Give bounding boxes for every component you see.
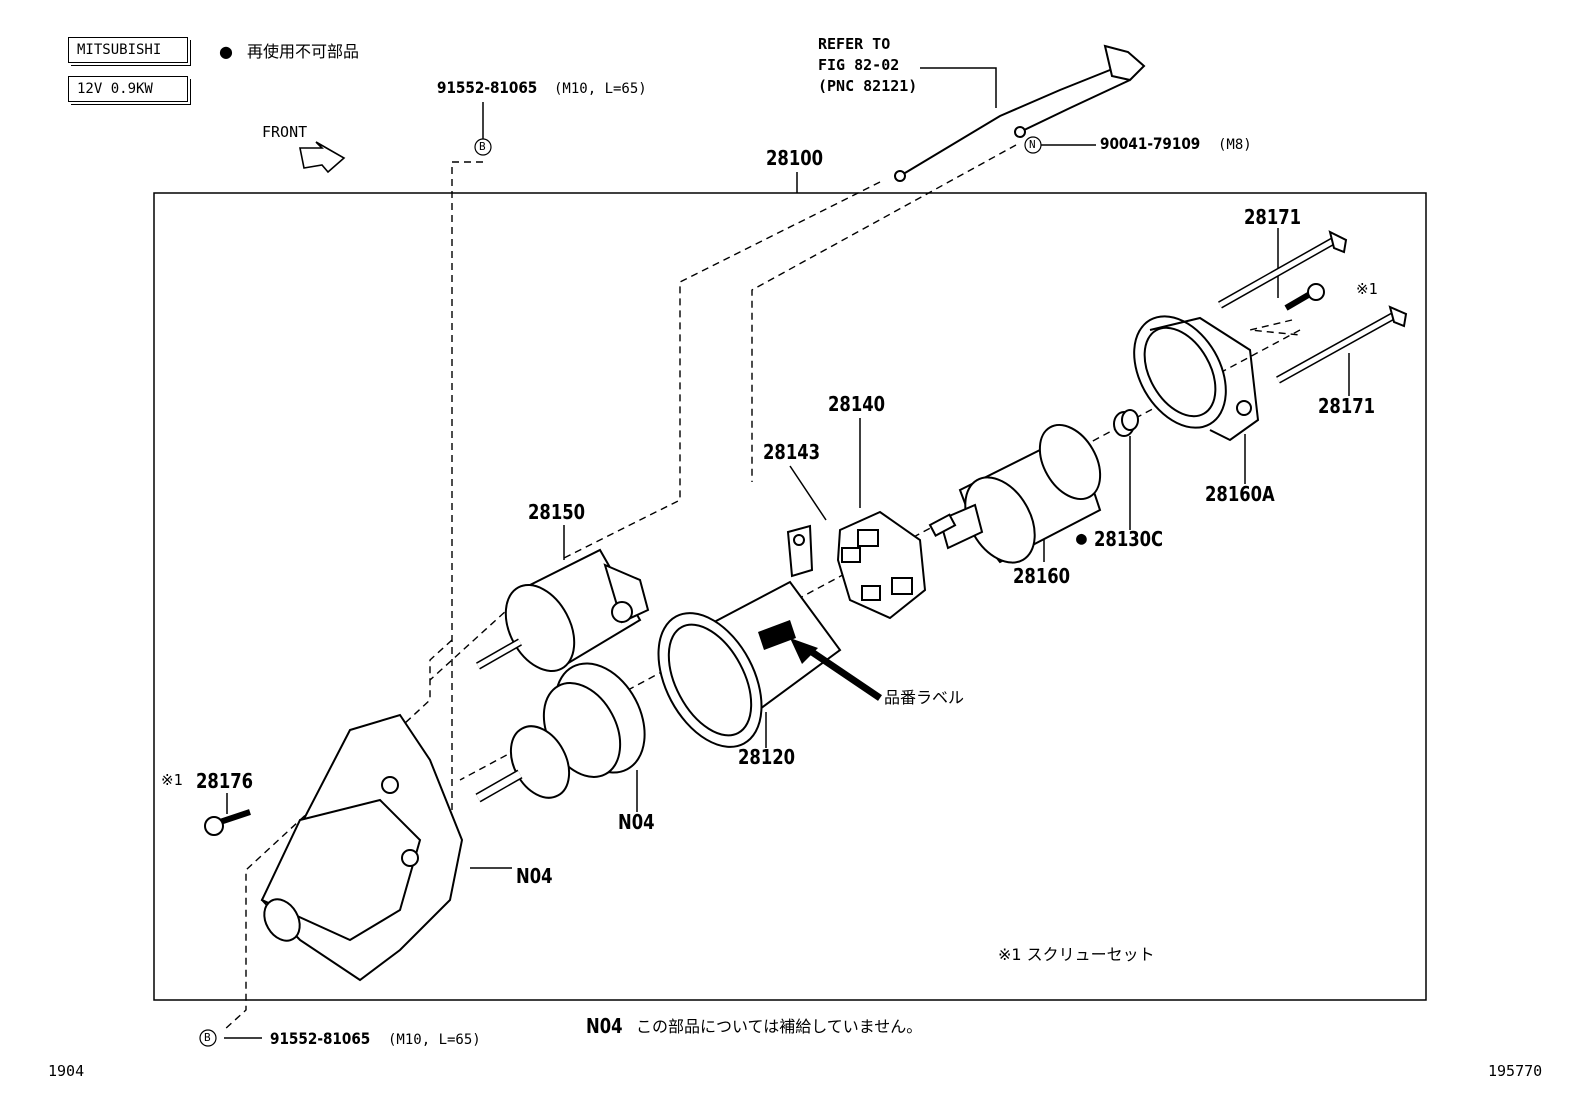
n04-note-code: N04 <box>586 1014 623 1038</box>
screw-mark-left: ※1 <box>161 771 183 789</box>
brush-icon <box>786 524 814 578</box>
clutch-part-number: N04 <box>618 810 655 834</box>
legend-text: 再使用不可部品 <box>247 42 360 61</box>
marker-b-bottom-letter: B <box>204 1031 211 1044</box>
rating-tag: 12V 0.9KW <box>68 76 191 105</box>
yoke-part-number: 28120 <box>738 745 796 769</box>
solenoid-icon <box>476 548 650 672</box>
screw-note-mark-right: ※1 <box>1356 280 1378 298</box>
marker-n-icon <box>1024 136 1042 154</box>
rating-tag-text: 12V 0.9KW <box>77 81 153 97</box>
part-label-patch <box>758 620 796 650</box>
footer-right-code: 195770 <box>1488 1062 1543 1080</box>
assembly-frame <box>153 192 1427 1001</box>
screw-set-note: ※1 スクリューセット <box>998 945 1155 964</box>
drive-housing-icon <box>260 713 464 982</box>
bearing-part-number: 28130C <box>1094 527 1164 551</box>
lead-dashline <box>559 181 881 561</box>
through-bolt-right-part-number: 28171 <box>1318 394 1376 418</box>
nut-part-number: 90041-79109 <box>1100 134 1201 153</box>
n04-note-text: この部品については補給していません。 <box>636 1017 923 1036</box>
assembly-part-number: 28100 <box>766 146 824 170</box>
housing-part-number: N04 <box>516 864 553 888</box>
brush-holder-part-number: 28140 <box>828 392 886 416</box>
lead-wire <box>899 61 1131 177</box>
lead-wire-end <box>894 170 906 182</box>
leader-refer <box>920 67 997 108</box>
through-bolt-top-icon <box>1218 230 1348 309</box>
through-bolt-right-icon <box>1276 305 1408 384</box>
screw-part-number: 28176 <box>196 769 254 793</box>
armature-part-number: 28160 <box>1013 564 1071 588</box>
solenoid-part-number: 28150 <box>528 500 586 524</box>
legend-bullet: ● <box>219 42 233 61</box>
front-label: FRONT <box>262 123 308 141</box>
clutch-icon <box>475 662 646 803</box>
footer-left-code: 1904 <box>48 1062 85 1080</box>
refer-line-2: FIG 82-02 <box>818 56 900 74</box>
bearing-icon <box>1113 409 1139 437</box>
armature-icon <box>928 424 1102 564</box>
screw-left-icon <box>204 809 251 836</box>
bolt-bottom-spec: (M10, L=65) <box>388 1032 481 1048</box>
marker-b-top-letter: B <box>479 140 486 153</box>
label-arrow <box>804 645 882 701</box>
yoke-icon <box>657 580 882 748</box>
label-arrow-text: 品番ラベル <box>884 688 965 707</box>
lead-wire-2 <box>1019 79 1131 133</box>
leader-brush <box>789 465 827 521</box>
nut-spec: (M8) <box>1218 137 1252 153</box>
small-screw-right-icon <box>1284 283 1325 311</box>
through-bolt-top-part-number: 28171 <box>1244 205 1302 229</box>
end-frame-part-number: 28160A <box>1205 482 1275 506</box>
maker-tag: MITSUBISHI <box>68 37 191 66</box>
brush-part-number: 28143 <box>763 440 821 464</box>
front-arrow-icon <box>299 141 346 174</box>
maker-tag-text: MITSUBISHI <box>77 42 162 58</box>
lead-wire-end-2 <box>1014 126 1026 138</box>
marker-b-top-icon <box>474 138 492 156</box>
refer-line-3: (PNC 82121) <box>818 77 918 95</box>
bearing-bullet: ● <box>1076 528 1087 549</box>
marker-n-letter: N <box>1029 138 1036 151</box>
bolt-bottom-part-number: 91552-81065 <box>270 1029 371 1048</box>
bolt-top-spec: (M10, L=65) <box>554 81 647 97</box>
bolt-top-part-number: 91552-81065 <box>437 78 538 97</box>
marker-b-bottom-icon <box>199 1029 217 1047</box>
lead-terminal <box>1103 44 1146 82</box>
brush-holder-icon <box>836 510 927 620</box>
end-frame-icon <box>1133 315 1260 442</box>
bolt-top-dashline <box>451 161 483 870</box>
bolt-axis-dashline <box>1249 319 1301 336</box>
nut-dashline <box>751 144 1017 482</box>
refer-line-1: REFER TO <box>818 35 891 53</box>
